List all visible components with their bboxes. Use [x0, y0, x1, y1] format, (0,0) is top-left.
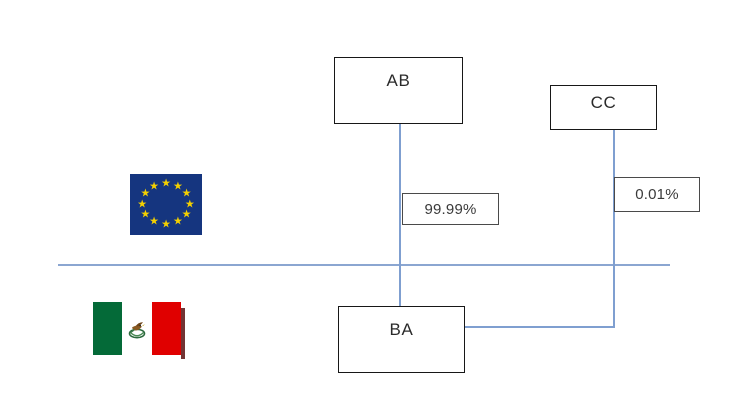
entity-label-cc: CC	[590, 93, 617, 112]
entity-box-cc[interactable]: CC	[550, 85, 657, 130]
jurisdiction-divider-line	[58, 264, 670, 266]
ownership-percentage-label-minority: 0.01%	[635, 186, 679, 203]
mexico-flag	[93, 302, 185, 359]
eu-star: ★	[181, 208, 192, 221]
mexico-flag-white-band	[122, 302, 152, 355]
eu-star: ★	[140, 187, 151, 200]
mexico-coat-of-arms-icon	[128, 321, 146, 338]
eu-star: ★	[184, 198, 195, 210]
connector-cc-vertical	[613, 129, 615, 328]
eu-star: ★	[161, 177, 171, 190]
eu-star: ★	[172, 215, 183, 228]
entity-box-ba[interactable]: BA	[338, 306, 465, 373]
ownership-percentage-box-majority[interactable]: 99.99%	[402, 193, 499, 225]
eu-star: ★	[140, 208, 151, 221]
eu-star: ★	[137, 198, 148, 210]
entity-box-ab[interactable]: AB	[334, 57, 463, 124]
mexico-flag-green-band	[93, 302, 123, 355]
eu-star: ★	[161, 218, 171, 231]
eu-star: ★	[172, 180, 183, 193]
connector-cc-to-ba-horizontal	[464, 326, 615, 328]
ownership-percentage-box-minority[interactable]: 0.01%	[614, 177, 700, 212]
ownership-percentage-label-majority: 99.99%	[424, 200, 477, 218]
eu-star: ★	[149, 180, 160, 193]
eu-star: ★	[149, 215, 160, 228]
connector-ab-to-ba	[399, 123, 401, 307]
entity-label-ab: AB	[386, 71, 411, 90]
mexico-flag-red-band	[151, 302, 181, 355]
eu-star: ★	[181, 187, 192, 200]
mexico-flag-shadow	[181, 308, 185, 359]
european-union-flag: ★ ★ ★ ★ ★ ★ ★ ★ ★ ★ ★ ★	[130, 174, 202, 235]
entity-label-ba: BA	[389, 320, 414, 339]
